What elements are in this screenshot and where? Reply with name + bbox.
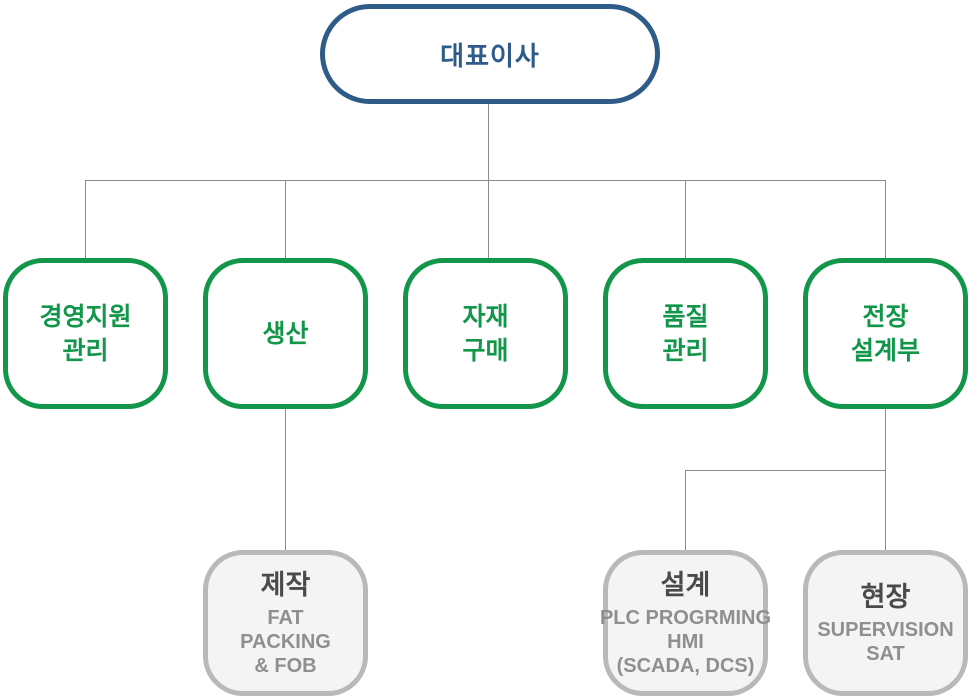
org-node-management-support: 경영지원 관리 [3, 258, 168, 409]
org-node-production: 생산 [203, 258, 368, 409]
connector-production-to-fabrication [285, 409, 286, 550]
org-node-quality-control-label: 품질 관리 [662, 302, 709, 365]
org-node-electrical-design-label: 전장 설계부 [850, 302, 920, 365]
org-node-design-title: 설계 [660, 569, 711, 600]
org-node-ceo: 대표이사 [320, 4, 660, 104]
org-node-site-details: SUPERVISION SAT [817, 618, 954, 665]
org-node-design: 설계 PLC PROGRMING HMI (SCADA, DCS) [599, 550, 772, 696]
org-node-fabrication: 제작 FAT PACKING & FOB [203, 550, 368, 696]
org-node-materials-purchasing: 자재 구매 [403, 258, 568, 409]
connector-rail-to-design [685, 470, 686, 550]
org-node-site: 현장 SUPERVISION SAT [803, 550, 968, 696]
org-node-electrical-design: 전장 설계부 [803, 258, 968, 409]
connector-root-to-departments [488, 104, 489, 258]
org-node-design-details: PLC PROGRMING HMI (SCADA, DCS) [599, 606, 772, 677]
connector-electrical-rail [685, 470, 886, 471]
org-node-materials-purchasing-label: 자재 구매 [462, 302, 509, 365]
connector-drop-quality-control [685, 181, 686, 258]
org-node-fabrication-title: 제작 [260, 569, 311, 600]
connector-drop-management-support [85, 181, 86, 258]
connector-departments-rail [85, 180, 886, 181]
org-node-ceo-label: 대표이사 [440, 40, 540, 71]
org-node-fabrication-details: FAT PACKING & FOB [240, 606, 331, 677]
org-node-quality-control: 품질 관리 [603, 258, 768, 409]
connector-drop-electrical-design [885, 181, 886, 258]
connector-drop-production [285, 181, 286, 258]
org-node-management-support-label: 경영지원 관리 [39, 302, 132, 365]
org-node-production-label: 생산 [262, 319, 309, 348]
org-node-site-title: 현장 [860, 581, 911, 612]
connector-electrical-to-site [885, 409, 886, 550]
